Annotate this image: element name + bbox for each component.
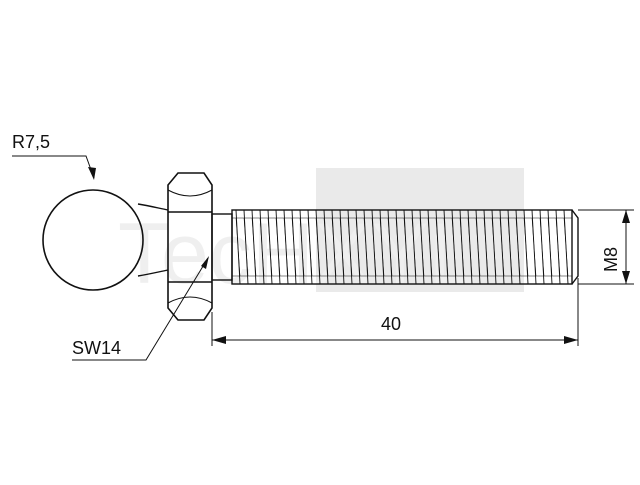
thread-root-line <box>451 217 457 277</box>
thread-root-line <box>403 217 409 277</box>
thread-root-line <box>467 217 473 277</box>
thread-root-line <box>555 217 561 277</box>
thread-root-line <box>507 217 513 277</box>
thread-root-line <box>251 217 257 277</box>
thread-root-line <box>379 217 385 277</box>
wrench-size-label: SW14 <box>72 338 121 358</box>
thread-root-line <box>267 217 273 277</box>
thread-root-line <box>499 217 505 277</box>
thread-root-line <box>547 217 553 277</box>
radius-label: R7,5 <box>12 132 50 152</box>
wrench-size-dimension: SW14 <box>72 256 209 361</box>
thread-root-line <box>307 217 313 277</box>
thread-root-line <box>515 217 521 277</box>
thread-root-line <box>323 217 329 277</box>
thread-root-line <box>395 217 401 277</box>
ball-neck <box>137 203 169 277</box>
thread-root-line <box>435 217 441 277</box>
thread-root-line <box>299 217 305 277</box>
thread-root-line <box>427 217 433 277</box>
thread-root-line <box>235 217 241 277</box>
thread-root-line <box>539 217 545 277</box>
thread-root-line <box>411 217 417 277</box>
thread-root-line <box>355 217 361 277</box>
thread-root-line <box>419 217 425 277</box>
thread-root-line <box>563 217 569 277</box>
thread-label: M8 <box>601 247 621 272</box>
thread-root-line <box>283 217 289 277</box>
thread-root-line <box>331 217 337 277</box>
thread-root-line <box>339 217 345 277</box>
thread-root-line <box>291 217 297 277</box>
thread-root-line <box>259 217 265 277</box>
thread-root-line <box>387 217 393 277</box>
hex-collar <box>167 172 213 321</box>
thread-root-line <box>371 217 377 277</box>
threaded-shank <box>231 209 579 285</box>
thread-root-line <box>443 217 449 277</box>
watermark-text: TecHXYL <box>118 206 477 302</box>
length-dimension: 40 <box>211 278 579 346</box>
thread-root-line <box>491 217 497 277</box>
thread-root-line <box>523 217 529 277</box>
watermark: TecHXYL <box>118 168 524 302</box>
thread-root-line <box>363 217 369 277</box>
thread-root-line <box>315 217 321 277</box>
length-label: 40 <box>381 314 401 334</box>
thread-root-line <box>531 217 537 277</box>
thread-root-line <box>483 217 489 277</box>
ball-head <box>42 189 144 291</box>
thread-root-line <box>347 217 353 277</box>
thread-dimension: M8 <box>578 209 634 285</box>
radius-dimension: R7,5 <box>12 132 96 180</box>
thread-root-line <box>475 217 481 277</box>
thread-root-line <box>459 217 465 277</box>
thread-root-line <box>275 217 281 277</box>
thread-root-line <box>243 217 249 277</box>
